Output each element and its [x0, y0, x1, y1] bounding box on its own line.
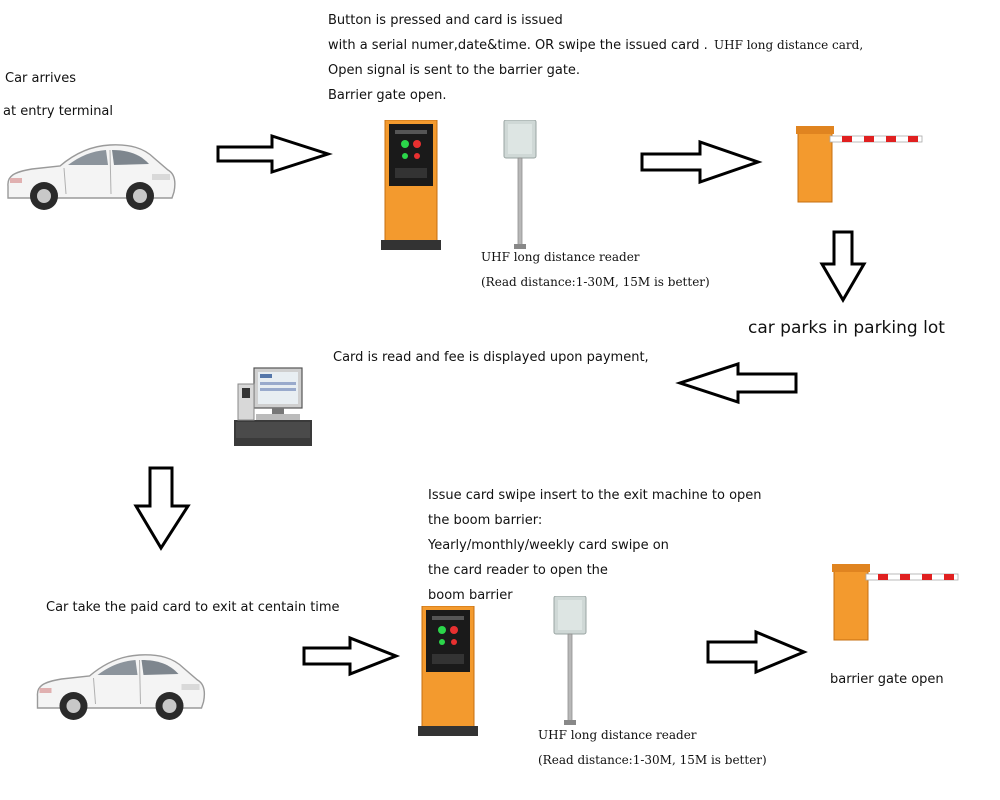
exit-instructions: Issue card swipe insert to the exit mach… [428, 483, 762, 608]
exit-instruction-3: Yearly/monthly/weekly card swipe on [428, 538, 669, 553]
issue-step-4: Barrier gate open. [328, 88, 447, 103]
issue-step-2: with a serial numer,date&time. OR swipe … [328, 38, 708, 53]
arrow-down-icon [133, 466, 191, 551]
car-icon [24, 638, 214, 728]
arrow-right-icon [640, 139, 763, 185]
reader-bottom-name: UHF long distance reader [538, 728, 697, 742]
barrier-gate-icon [830, 552, 960, 652]
issue-steps: Button is pressed and card is issued wit… [328, 8, 708, 108]
entry-terminal-label: at entry terminal [3, 104, 114, 119]
exit-instruction-1: Issue card swipe insert to the exit mach… [428, 488, 762, 503]
car-icon [2, 128, 177, 218]
issue-step-1: Button is pressed and card is issued [328, 13, 563, 28]
uhf-reader-icon [550, 596, 590, 726]
reader-bottom-distance: (Read distance:1-30M, 15M is better) [538, 753, 767, 767]
arrow-right-icon [216, 133, 333, 175]
barrier-gate-icon [794, 124, 924, 204]
uhf-card-note: UHF long distance card, [714, 38, 864, 52]
exit-instruction-4: the card reader to open the [428, 563, 608, 578]
arrow-right-icon [706, 629, 808, 675]
reader-top-name: UHF long distance reader [481, 250, 640, 264]
arrow-left-icon [675, 361, 798, 405]
exit-gate-label: barrier gate open [830, 672, 944, 687]
arrow-right-icon [302, 635, 401, 677]
uhf-reader-icon [500, 120, 540, 250]
entry-terminal-icon [381, 120, 441, 250]
exit-terminal-icon [418, 606, 478, 736]
exit-instruction-5: boom barrier [428, 588, 513, 603]
car-arrives-label: Car arrives [5, 71, 77, 86]
arrow-down-icon [819, 230, 867, 303]
car-parks-label: car parks in parking lot [748, 318, 945, 338]
payment-label: Card is read and fee is displayed upon p… [333, 350, 649, 365]
exit-car-label: Car take the paid card to exit at centai… [46, 600, 340, 615]
exit-instruction-2: the boom barrier: [428, 513, 543, 528]
issue-step-3: Open signal is sent to the barrier gate. [328, 63, 581, 78]
reader-top-distance: (Read distance:1-30M, 15M is better) [481, 275, 710, 289]
pc-station-icon [234, 360, 314, 460]
